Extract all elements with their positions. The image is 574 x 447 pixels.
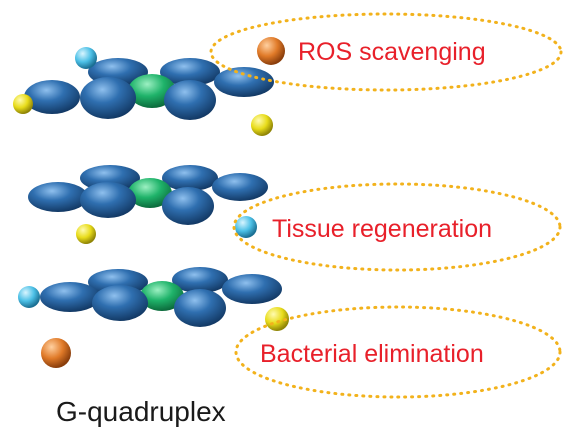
center-ion	[128, 178, 172, 208]
callout-bacterial-elimination: Bacterial elimination	[234, 305, 562, 399]
guanine-base	[80, 182, 136, 218]
quadruplex-layer-middle	[28, 165, 268, 244]
guanine-base	[222, 274, 282, 304]
orange-ion	[257, 37, 285, 65]
yellow-ion	[76, 224, 96, 244]
guanine-base	[92, 285, 148, 321]
cyan-ion	[18, 286, 40, 308]
callout-border	[209, 12, 563, 92]
callout-label: Bacterial elimination	[260, 340, 484, 368]
guanine-tetrad	[24, 58, 274, 120]
guanine-base	[174, 289, 226, 327]
guanine-base	[172, 267, 228, 293]
guanine-base	[212, 173, 268, 201]
callout-border	[234, 305, 562, 399]
guanine-tetrad	[40, 267, 282, 327]
center-ion	[140, 281, 184, 311]
yellow-ion	[13, 94, 33, 114]
callout-label: Tissue regeneration	[272, 215, 492, 243]
guanine-base	[28, 182, 88, 212]
quadruplex-layer-bottom	[18, 267, 289, 368]
guanine-base	[40, 282, 100, 312]
yellow-ion	[251, 114, 273, 136]
guanine-base	[162, 165, 218, 191]
callout-tissue-regeneration: Tissue regeneration	[232, 182, 562, 272]
guanine-base	[162, 187, 214, 225]
callout-border	[232, 182, 562, 272]
quadruplex-layer-top	[13, 37, 285, 136]
diagram-caption: G-quadruplex	[56, 396, 226, 427]
callout-label: ROS scavenging	[298, 38, 486, 66]
guanine-base	[164, 80, 216, 120]
guanine-base	[160, 58, 220, 86]
cyan-ion	[75, 47, 97, 69]
guanine-base	[214, 67, 274, 97]
orange-ion	[41, 338, 71, 368]
cyan-ion	[235, 216, 257, 238]
callout-ros-scavenging: ROS scavenging	[209, 12, 563, 92]
guanine-base	[24, 80, 80, 114]
center-ion	[128, 74, 176, 108]
guanine-base	[80, 77, 136, 119]
guanine-tetrad	[28, 165, 268, 225]
